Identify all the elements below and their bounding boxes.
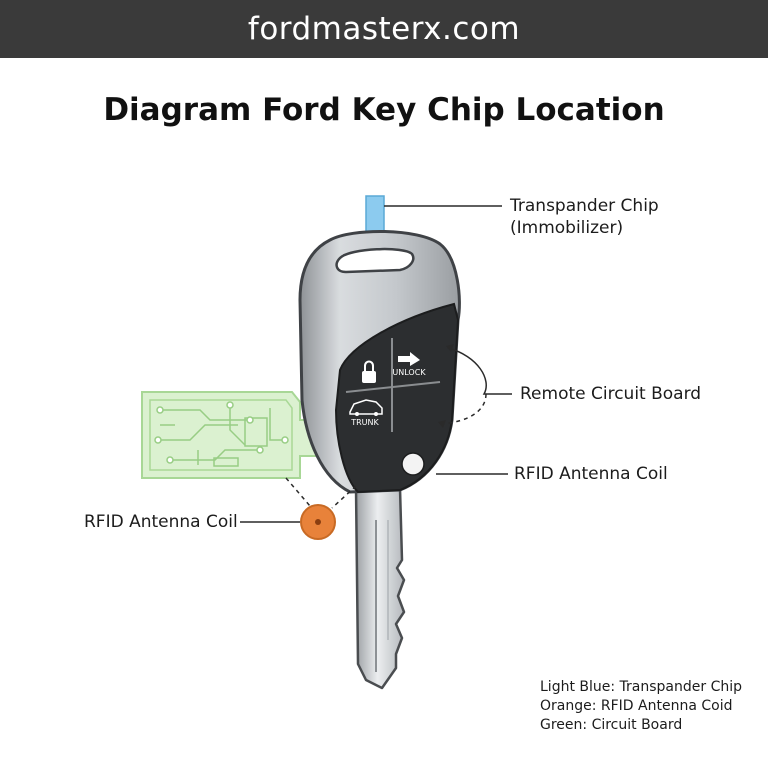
remote-circuit-board-label: Remote Circuit Board: [520, 384, 702, 404]
trunk-car-icon: [349, 399, 383, 416]
page-title: Diagram Ford Key Chip Location: [103, 92, 665, 128]
unlock-arrow-icon: [398, 352, 420, 366]
circuit-board: [141, 391, 319, 479]
key-shell: UNLOCK TRUNK: [298, 229, 461, 494]
rfid-coil-center: [315, 519, 321, 525]
key-blade: [354, 486, 406, 690]
lock-icon: [362, 360, 376, 383]
trunk-button-label: TRUNK: [350, 418, 379, 427]
transponder-chip-label-line1: Transpander Chip: [510, 196, 659, 216]
panic-button: [401, 452, 425, 476]
legend-item-chip: Light Blue: Transpander Chip: [540, 679, 743, 695]
rfid-antenna-coil-left-label: RFID Antenna Coil: [84, 512, 238, 532]
site-header-bar: fordmasterx.com: [0, 0, 768, 58]
rfid-antenna-coil-right-label: RFID Antenna Coil: [514, 464, 668, 484]
legend-item-coil: Orange: RFID Antenna Coid: [540, 698, 733, 714]
unlock-button-label: UNLOCK: [392, 368, 426, 377]
transponder-chip-label: Transpander Chip (Immobilizer): [510, 195, 659, 239]
leader-arrowheads: [438, 344, 454, 428]
transponder-chip-label-line2: (Immobilizer): [510, 218, 624, 238]
site-name: fordmasterx.com: [247, 11, 521, 47]
legend-item-board: Green: Circuit Board: [540, 717, 683, 733]
color-legend: Light Blue: Transpander Chip Orange: RFI…: [540, 678, 742, 735]
leader-lines: [240, 205, 512, 523]
